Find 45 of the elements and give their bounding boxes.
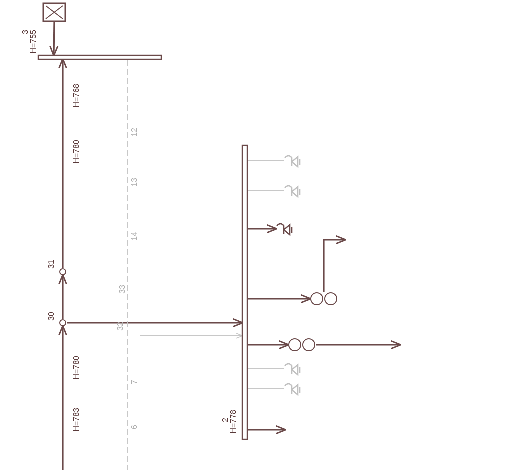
- node-label: 31: [48, 260, 56, 269]
- junction-symbol: [59, 268, 67, 276]
- elevation-label: H=768: [73, 84, 81, 108]
- fixture-symbol: [284, 184, 300, 198]
- pipe-line: [58, 274, 68, 319]
- node-number: 32: [117, 322, 125, 331]
- pipe-line: [248, 160, 284, 162]
- pipe-line: [248, 340, 290, 350]
- node-number: 12: [131, 128, 139, 137]
- pipe-arrow: [323, 235, 347, 292]
- pipe-line: [248, 388, 284, 390]
- pipe-line: [248, 294, 312, 304]
- node-number: 14: [131, 232, 139, 241]
- junction-symbol: [59, 319, 67, 327]
- tank-symbol: [43, 3, 66, 22]
- node-label: 30: [48, 312, 56, 321]
- node-number: 7: [131, 380, 139, 384]
- elevation-label: H=783: [73, 408, 81, 432]
- pipe-arrow: [248, 425, 287, 435]
- fixture-symbol: [276, 222, 294, 236]
- fixture-symbol: [284, 382, 300, 396]
- elevation-label: H=780: [73, 356, 81, 380]
- node-number: 6: [131, 425, 139, 430]
- header-bar: [38, 55, 162, 60]
- node-label: 3: [22, 30, 30, 34]
- pipe-line: [248, 368, 284, 370]
- pump-symbol: [288, 338, 316, 352]
- node-label: 2: [222, 418, 230, 422]
- fixture-symbol: [284, 362, 300, 376]
- pipe-arrow: [316, 340, 402, 350]
- pipe-line: [58, 58, 68, 268]
- pipe-line: [248, 224, 278, 234]
- elevation-label: H=780: [73, 140, 81, 164]
- node-number: 33: [119, 285, 127, 294]
- pipe-line: [67, 318, 244, 328]
- pipe-line: [248, 190, 284, 192]
- pipe-line: [50, 22, 59, 57]
- pump-symbol: [310, 292, 338, 306]
- node-number: 13: [131, 178, 139, 187]
- pipe-arrow: [58, 325, 68, 470]
- header-bar: [242, 145, 248, 440]
- node-label: H=755: [30, 30, 38, 54]
- fixture-symbol: [284, 154, 300, 168]
- node-label: H=778: [230, 410, 238, 434]
- pipe-arrow: [140, 333, 244, 339]
